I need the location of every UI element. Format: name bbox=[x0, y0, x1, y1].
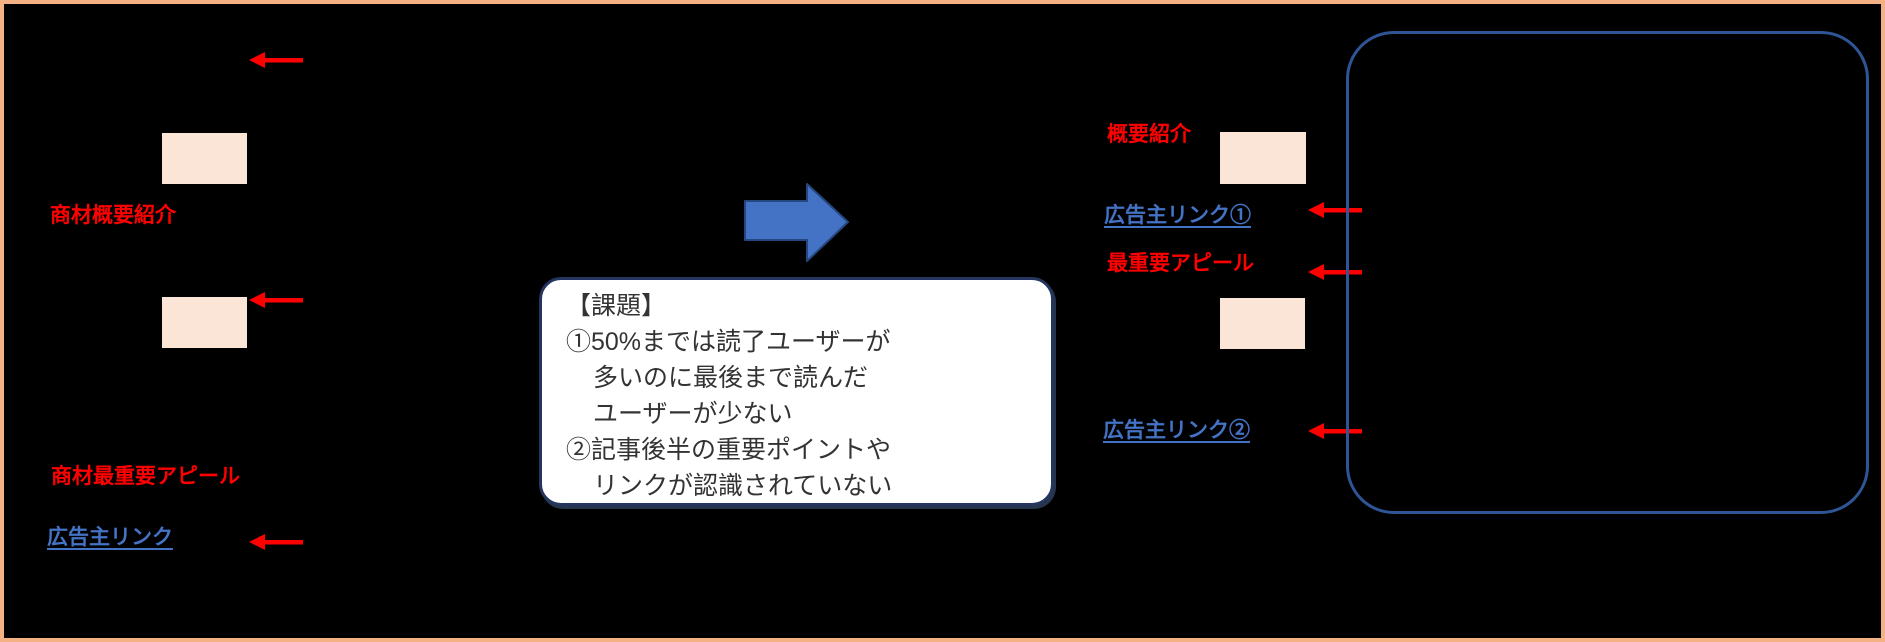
arrow-left-icon bbox=[249, 52, 303, 68]
arrow-left-icon bbox=[1308, 264, 1362, 280]
highlight-rect bbox=[1220, 298, 1305, 349]
right-overview-label: 概要紹介 bbox=[1107, 123, 1191, 146]
arrow-left-icon bbox=[249, 534, 303, 550]
issues-callout: 【課題】 ①50%までは読了ユーザーが 多いのに最後まで読んだ ユーザーが少ない… bbox=[539, 277, 1054, 506]
callout-line: リンクが認識されていない bbox=[593, 472, 893, 500]
left-appeal-label: 商材最重要アピール bbox=[51, 465, 240, 488]
callout-line: ユーザーが少ない bbox=[593, 400, 793, 428]
callout-heading: 【課題】 bbox=[566, 292, 667, 320]
left-overview-label: 商材概要紹介 bbox=[50, 204, 176, 227]
highlight-rect bbox=[1220, 132, 1306, 184]
right-advertiser-link-2[interactable]: 広告主リンク② bbox=[1103, 419, 1250, 442]
arrow-left-icon bbox=[1308, 423, 1362, 439]
article-outline-box bbox=[1346, 31, 1869, 514]
arrow-left-icon bbox=[1308, 202, 1362, 218]
right-appeal-label: 最重要アピール bbox=[1107, 252, 1254, 275]
callout-line: 多いのに最後まで読んだ bbox=[593, 364, 869, 392]
callout-line: ①50%までは読了ユーザーが bbox=[566, 328, 891, 356]
left-advertiser-link[interactable]: 広告主リンク bbox=[47, 526, 173, 549]
arrow-left-icon bbox=[249, 292, 303, 308]
highlight-rect bbox=[162, 133, 247, 184]
callout-line: ②記事後半の重要ポイントや bbox=[566, 436, 892, 464]
right-advertiser-link-1[interactable]: 広告主リンク① bbox=[1104, 204, 1251, 227]
highlight-rect bbox=[162, 297, 247, 348]
transition-arrow-icon bbox=[744, 182, 850, 262]
